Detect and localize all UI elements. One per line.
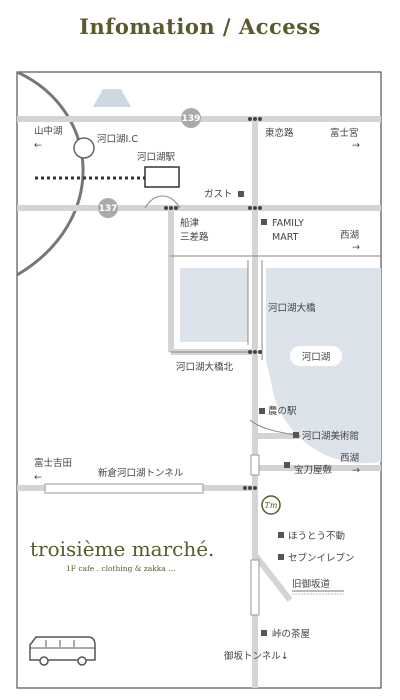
landmark-square-icon: [278, 532, 284, 538]
label-nounoeki: 農の駅: [268, 405, 297, 417]
lake-label: 河口湖: [302, 351, 331, 363]
bus-icon: [29, 636, 96, 666]
landmark-square-icon: [238, 191, 244, 197]
label-kawaguchiko-station: 河口湖駅: [137, 151, 176, 163]
arrow-right-fujinomiya: →: [352, 140, 360, 151]
label-old-misaka: 旧御坂道: [292, 578, 331, 590]
lake-label-bg: [290, 346, 342, 366]
landmark-square-icon: [293, 432, 299, 438]
station-icon: [144, 166, 180, 188]
shop-logo-icon: [261, 495, 281, 515]
label-nishiko-1: 西湖: [340, 230, 359, 241]
label-fujinomiya: 富士宮: [330, 127, 359, 139]
route-137-label: 137: [99, 204, 118, 214]
road-old-misaka: [252, 553, 293, 602]
label-museum: 河口湖美術館: [302, 430, 359, 442]
label-gasuto: ガスト: [204, 189, 233, 200]
route-139-label: 139: [182, 114, 201, 124]
landmark-square-icon: [261, 219, 267, 225]
page-title: Infomation / Access: [79, 14, 321, 39]
label-funatsu: 船津: [180, 217, 200, 229]
mount-fuji-icon: [93, 89, 131, 107]
label-ohashi: 河口湖大橋: [268, 302, 316, 314]
label-shinkura-tunnel: 新倉河口湖トンネル: [98, 467, 184, 479]
label-ohashi-kita: 河口湖大橋北: [176, 361, 234, 373]
label-touge: 峠の茶屋: [272, 628, 310, 640]
arrow-right-nishiko-1: →: [352, 242, 360, 253]
label-fujiyoshida: 富士吉田: [34, 457, 72, 469]
label-hotoyashiki: 宝刀屋敷: [294, 464, 333, 476]
label-misaro: 三差路: [180, 231, 209, 243]
shop-logo-letters: Tm: [265, 501, 278, 510]
label-houtou: ほうとう不動: [288, 531, 345, 542]
arrow-left-yamanakako: ←: [34, 140, 42, 151]
route-137-shield: [98, 198, 118, 218]
brand-tagline: 1F cafe . clothing & zakka ...: [66, 564, 175, 573]
label-misaka-tunnel: 御坂トンネル↓: [224, 650, 289, 662]
landmark-square-icon: [261, 630, 267, 636]
label-kawaguchiko-ic: 河口湖I.C: [97, 133, 138, 145]
label-yamanakako: 山中湖: [34, 125, 63, 137]
landmark-square-icon: [284, 462, 290, 468]
landmark-square-icon: [259, 408, 265, 414]
label-mart: MART: [272, 232, 299, 243]
label-nishiko-2: 西湖: [340, 453, 359, 464]
shinkura-tunnel: [44, 483, 204, 494]
interchange-icon: [73, 137, 95, 159]
brand-name: troisième marché.: [30, 537, 214, 561]
arrow-left-fujiyoshida: ←: [34, 472, 42, 483]
land-block: [180, 268, 248, 342]
arrow-right-nishiko-2: →: [352, 465, 360, 476]
label-higashikoiji: 東恋路: [265, 127, 294, 139]
route-139-shield: [181, 108, 201, 128]
label-seven: セブンイレブン: [288, 552, 355, 564]
label-family: FAMILY: [272, 218, 304, 229]
ring-road-arc: [17, 72, 85, 277]
landmark-square-icon: [278, 554, 284, 560]
